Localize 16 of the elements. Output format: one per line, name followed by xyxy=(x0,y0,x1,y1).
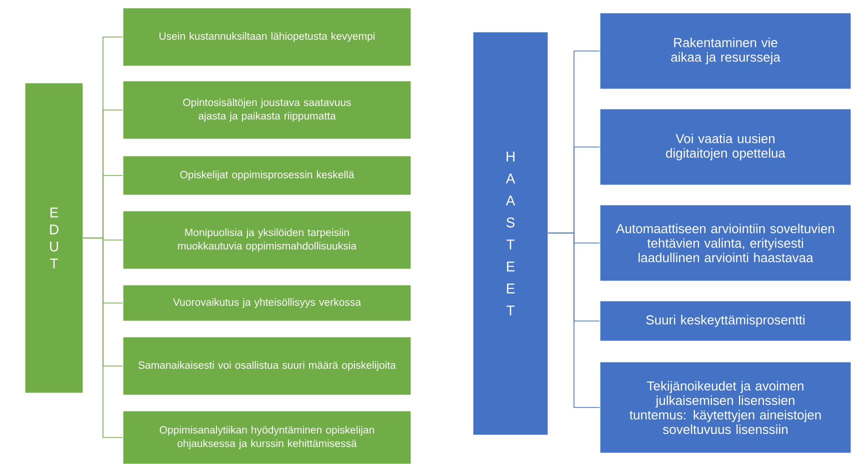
connector-line xyxy=(548,232,600,408)
item-box: Voi vaatia uusien digitaitojen opettelua xyxy=(600,108,852,186)
item-box: Oppimisanalytiikan hyödyntäminen opiskelijan ohjauksessa ja kurssin kehittämisessä xyxy=(122,410,412,464)
item-box: Opiskelijat oppimisprosessin keskellä xyxy=(122,156,412,196)
item-box: Vuorovaikutus ja yhteisöllisyys verkossa xyxy=(122,284,412,322)
connector-line xyxy=(82,238,124,438)
item-box: Usein kustannuksiltaan lähiopetusta kevyempi xyxy=(122,8,412,66)
item-box: Samanaikaisesti voi osallistua suuri määrä opiskelijoita xyxy=(122,336,412,396)
item-box: Automaattiseen arviointiin soveltuvien tehtävien valinta, erityisesti laadullinen arviointi haastavaa xyxy=(600,204,852,282)
category-bar: E D U T xyxy=(24,82,84,394)
item-box: Rakentaminen vie aikaa ja resursseja xyxy=(600,12,852,90)
item-box: Opintosisältöjen joustava saatavuus ajasta ja paikasta riippumatta xyxy=(122,80,412,140)
category-bar: H A A S T E E T xyxy=(472,32,548,436)
item-box: Monipuolisia ja yksilöiden tarpeisiin muokkautuvia oppimismahdollisuuksia xyxy=(122,210,412,270)
item-box: Suuri keskeyttämisprosentti xyxy=(600,300,852,342)
item-box: Tekijänoikeudet ja avoimen julkaisemisen lisenssien tuntemus: käytettyjen aineistojen soveltuvuus lisenssiin xyxy=(600,362,852,454)
